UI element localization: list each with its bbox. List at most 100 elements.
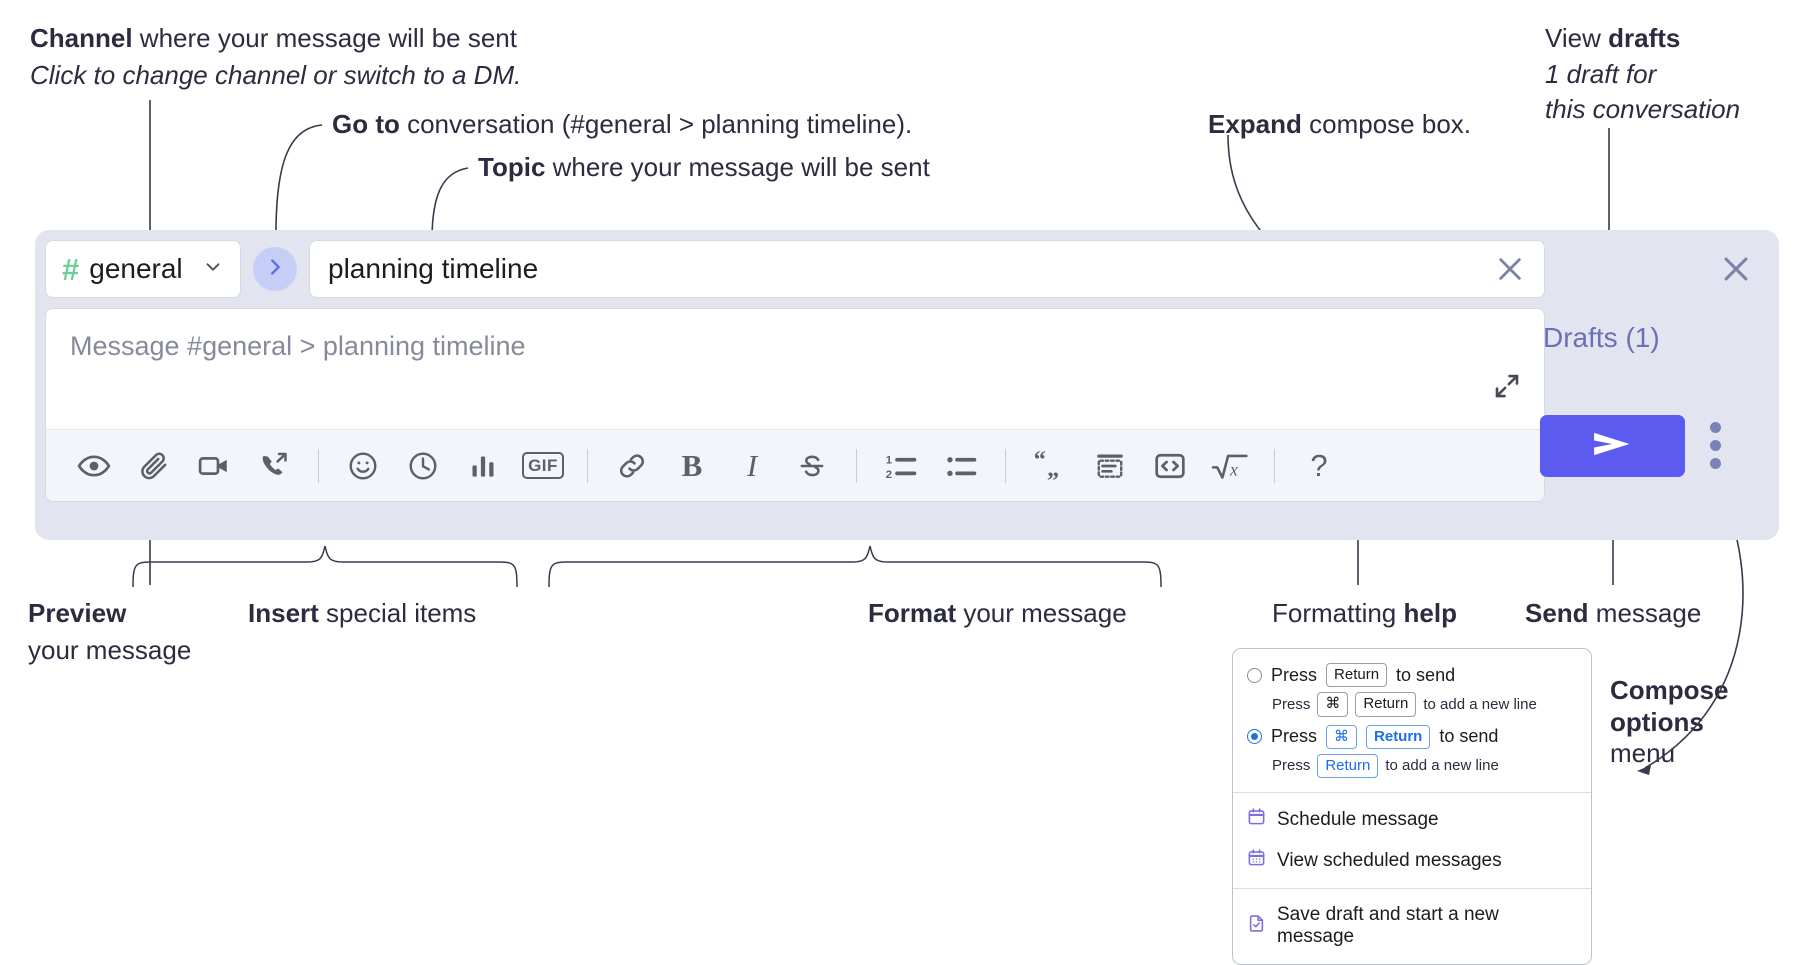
link-icon <box>616 450 648 482</box>
math-button[interactable]: x <box>1208 444 1252 488</box>
annotation-topic-bold: Topic <box>478 152 546 182</box>
ordered-list-button[interactable]: 1 2 <box>879 444 923 488</box>
compose-options-menu: Press Return to send Press ⌘ Return to a… <box>1232 648 1592 965</box>
italic-button[interactable]: I <box>730 444 774 488</box>
code-block-button[interactable] <box>1088 444 1132 488</box>
annotation-goto-rest: conversation (#general > planning timeli… <box>399 109 913 139</box>
annotation-channel-bold: Channel <box>30 23 133 53</box>
inline-code-button[interactable] <box>1148 444 1192 488</box>
annotation-send: Send message <box>1525 597 1701 630</box>
smiley-icon <box>347 450 379 482</box>
annotation-drafts-bold: drafts <box>1608 23 1681 53</box>
channel-name: general <box>89 253 183 284</box>
menu-item-save-draft[interactable]: Save draft and start a new message <box>1233 896 1591 956</box>
phone-arrow-icon <box>258 450 290 482</box>
code-block-icon <box>1094 450 1126 482</box>
annotation-channel-rest: where your message will be sent <box>132 23 517 53</box>
annotation-channel: Channel where your message will be sent … <box>30 22 521 91</box>
send-shortcut-options: Press Return to send Press ⌘ Return to a… <box>1233 649 1591 792</box>
sub-press-1: Press <box>1272 695 1311 713</box>
question-mark-icon: ? <box>1310 447 1328 483</box>
compose-panel: # general planning timeline <box>35 230 1779 540</box>
menu-item-view-scheduled[interactable]: View scheduled messages <box>1233 840 1591 881</box>
goto-conversation-button[interactable] <box>253 247 297 291</box>
menu-divider-2 <box>1233 888 1591 889</box>
send-option-cmd-action: to send <box>1439 726 1499 747</box>
compose-header-row: # general planning timeline <box>45 240 1545 298</box>
send-option-return[interactable]: Press Return to send <box>1247 663 1577 688</box>
annotation-drafts: View drafts 1 draft for this conversatio… <box>1545 22 1740 126</box>
annotation-fhelp-plain: Formatting <box>1272 598 1404 628</box>
menu-item-schedule-message-label: Schedule message <box>1277 808 1439 830</box>
send-option-cmd-return[interactable]: Press ⌘ Return to send <box>1247 724 1577 749</box>
chevron-right-icon <box>264 256 286 283</box>
drafts-link[interactable]: Drafts (1) <box>1543 322 1660 353</box>
radio-icon-unselected[interactable] <box>1247 667 1262 683</box>
divider-2 <box>587 448 588 483</box>
send-option-return-action: to send <box>1396 664 1456 685</box>
panel-close-button[interactable] <box>1719 252 1753 291</box>
italic-icon: I <box>746 447 758 483</box>
menu-item-view-scheduled-label: View scheduled messages <box>1277 849 1502 871</box>
code-brackets-icon <box>1153 449 1187 483</box>
divider-1 <box>318 448 319 483</box>
annotation-goto: Go to conversation (#general > planning … <box>332 108 912 141</box>
annotation-send-bold: Send <box>1525 598 1589 628</box>
menu-group-schedule: Schedule message View scheduled messages <box>1233 793 1591 888</box>
send-option-cmd-sub: Press Return to add a new line <box>1272 753 1577 778</box>
document-check-icon <box>1247 914 1266 939</box>
more-vertical-icon-dot-2 <box>1710 440 1721 451</box>
bulleted-list-button[interactable] <box>939 444 983 488</box>
formatting-toolbar: GIF B I <box>46 429 1544 501</box>
close-icon[interactable] <box>1494 253 1526 285</box>
annotation-expand-bold: Expand <box>1208 109 1302 139</box>
square-root-x-icon: x <box>1211 449 1249 483</box>
annotation-format: Format your message <box>868 597 1127 630</box>
divider-4 <box>1005 448 1006 483</box>
annotation-format-rest: your message <box>956 598 1127 628</box>
channel-selector[interactable]: # general <box>45 240 241 298</box>
formatting-help-button[interactable]: ? <box>1297 444 1341 488</box>
more-vertical-icon-dot-1 <box>1710 422 1721 433</box>
emoji-button[interactable] <box>341 444 385 488</box>
video-clip-button[interactable] <box>192 444 236 488</box>
chevron-down-icon <box>202 256 224 283</box>
menu-item-schedule-message[interactable]: Schedule message <box>1233 799 1591 840</box>
divider-3 <box>856 448 857 483</box>
svg-text:1: 1 <box>886 454 892 466</box>
hash-icon: # <box>62 251 80 287</box>
poll-button[interactable] <box>461 444 505 488</box>
sub-action-1: to add a new line <box>1423 695 1537 713</box>
key-command: ⌘ <box>1317 692 1349 717</box>
send-option-return-sub: Press ⌘ Return to add a new line <box>1272 692 1577 717</box>
send-button[interactable] <box>1540 415 1685 477</box>
attach-button[interactable] <box>132 444 176 488</box>
divider-5 <box>1274 448 1275 483</box>
gif-button[interactable]: GIF <box>521 444 565 488</box>
annotation-formatting-help: Formatting help <box>1272 597 1457 630</box>
radio-icon-selected[interactable] <box>1247 729 1262 745</box>
svg-text:„: „ <box>1047 455 1059 481</box>
annotation-compose-options: Compose options menu <box>1610 675 1728 770</box>
bold-icon: B <box>681 447 703 483</box>
topic-input[interactable]: planning timeline <box>309 240 1545 298</box>
bold-button[interactable]: B <box>670 444 714 488</box>
message-input-box[interactable]: Message #general > planning timeline <box>45 308 1545 502</box>
preview-button[interactable] <box>72 444 116 488</box>
reminder-button[interactable] <box>401 444 445 488</box>
svg-text:“: “ <box>1034 449 1046 473</box>
annotation-drafts-italic-2: this conversation <box>1545 94 1741 124</box>
calendar-schedule-icon <box>1247 807 1266 832</box>
compose-options-button[interactable] <box>1710 422 1721 469</box>
link-button[interactable] <box>610 444 654 488</box>
menu-group-draft: Save draft and start a new message <box>1233 889 1591 964</box>
annotation-drafts-plain: View <box>1545 23 1609 53</box>
blockquote-button[interactable]: “ „ <box>1028 444 1072 488</box>
strikethrough-button[interactable] <box>790 444 834 488</box>
key-command-2: ⌘ <box>1326 724 1358 749</box>
bulleted-list-icon <box>944 449 978 483</box>
audio-clip-button[interactable] <box>252 444 296 488</box>
expand-icon[interactable] <box>1492 371 1522 406</box>
send-paper-plane-icon <box>1590 427 1636 466</box>
annotation-insert-rest: special items <box>318 598 477 628</box>
